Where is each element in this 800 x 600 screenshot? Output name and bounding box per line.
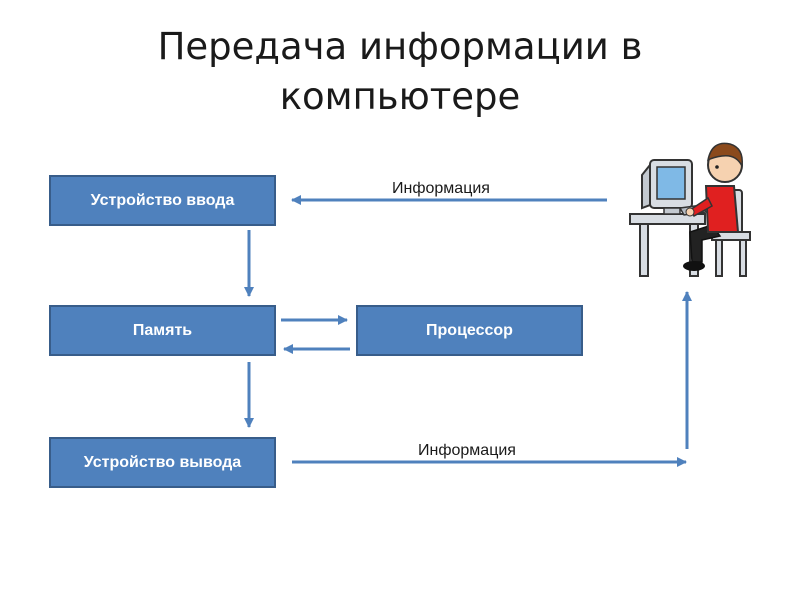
slide-title: Передача информации в компьютере — [157, 25, 643, 118]
edge-label-from-output: Информация — [418, 442, 516, 459]
node-input-device: Устройство ввода — [49, 175, 276, 226]
node-output-device: Устройство вывода — [49, 437, 276, 488]
edge-label-to-input: Информация — [392, 180, 490, 197]
node-processor: Процессор — [356, 305, 583, 356]
node-memory: Память — [49, 305, 276, 356]
person-at-computer-icon — [629, 142, 751, 277]
